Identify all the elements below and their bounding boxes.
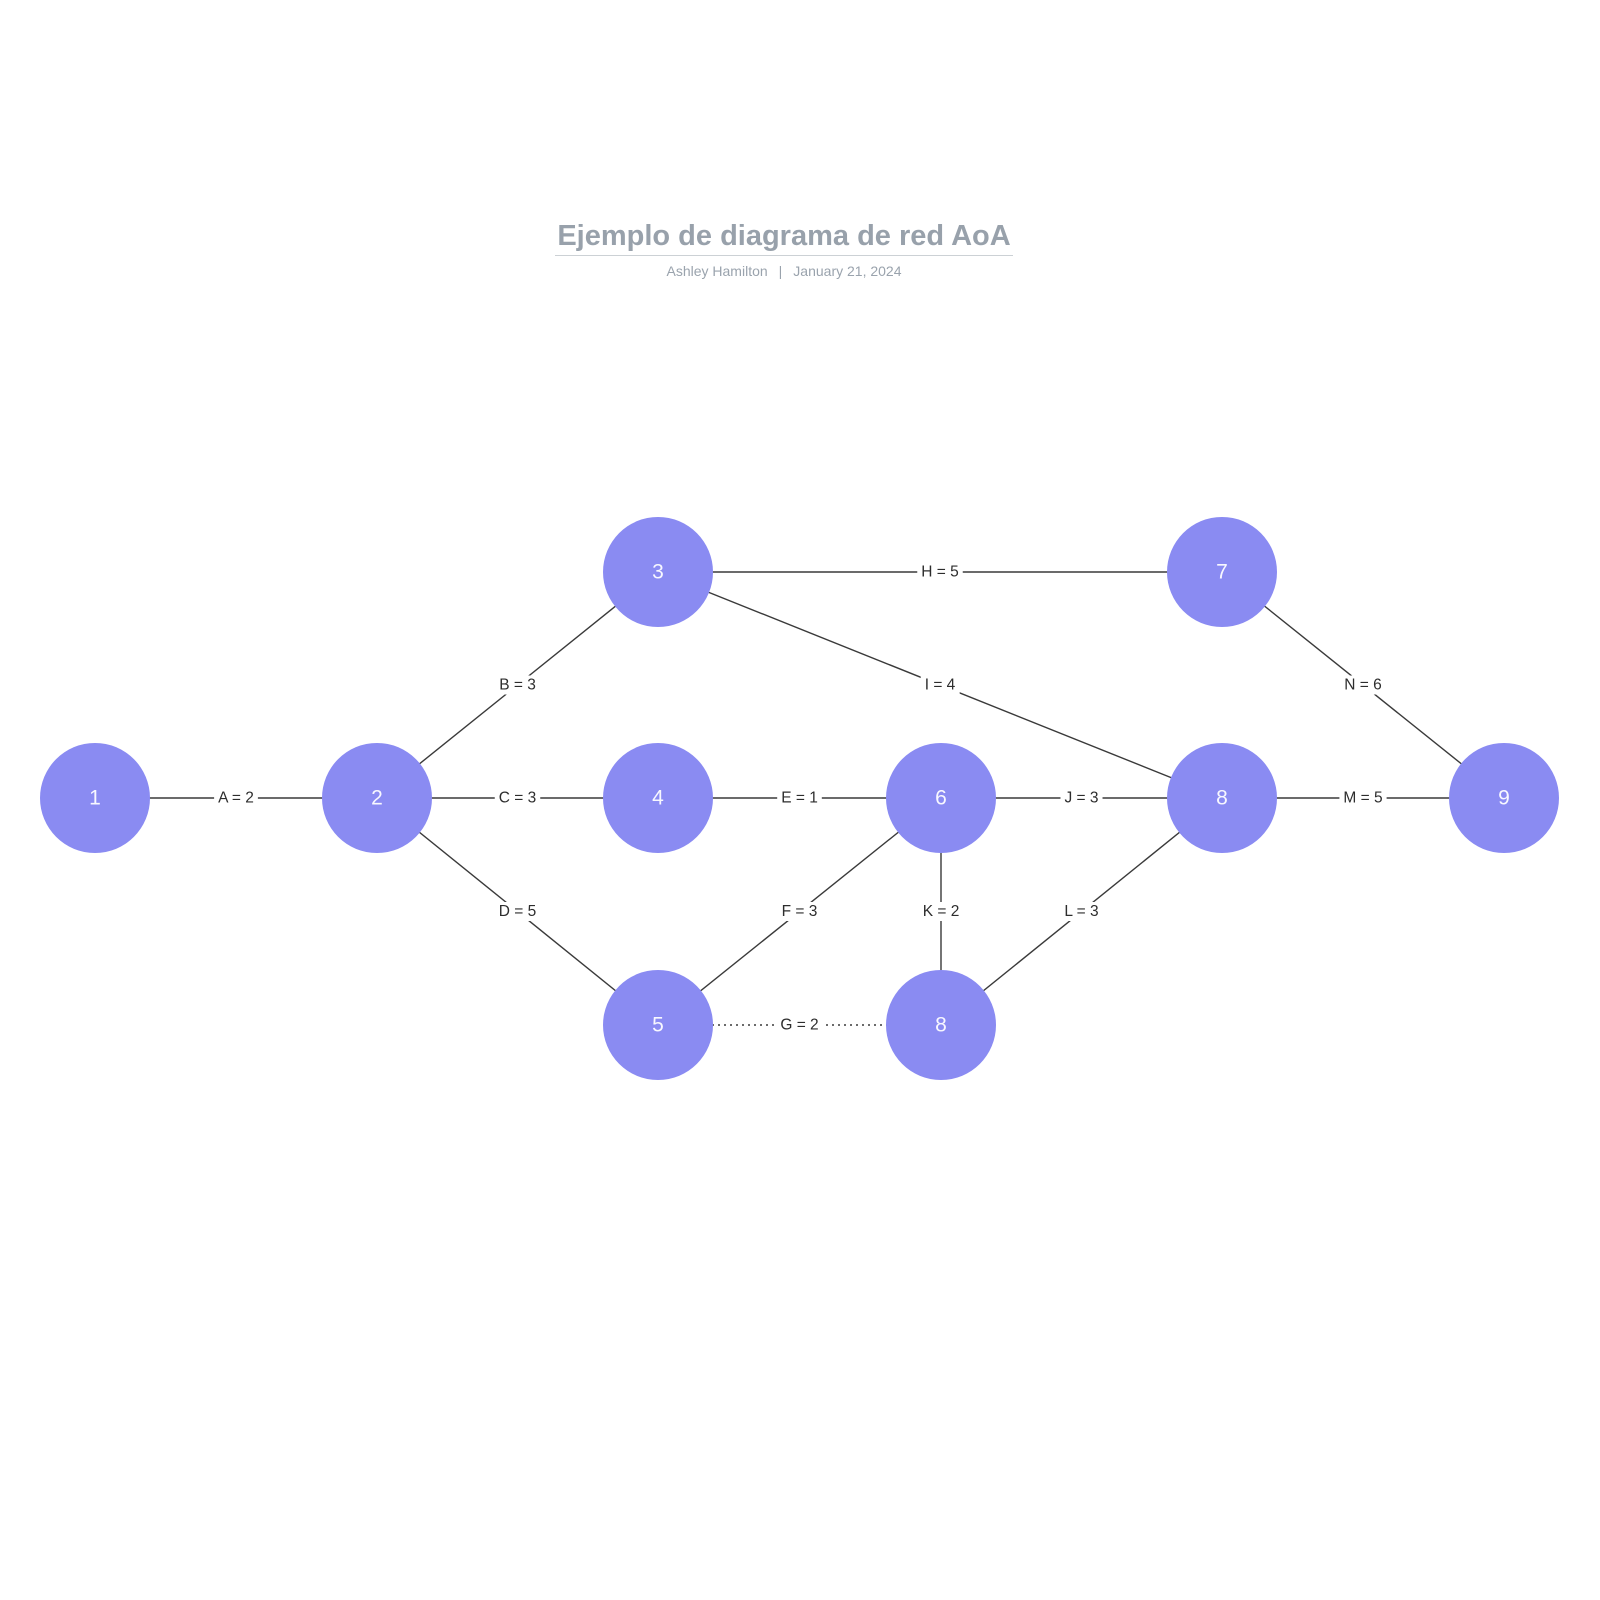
node-label-6: 6	[935, 787, 947, 810]
diagram-byline: Ashley Hamilton | January 21, 2024	[555, 263, 1013, 279]
diagram-date: January 21, 2024	[793, 263, 902, 280]
edge-label-bg-L	[1060, 902, 1103, 921]
edge-label-bg-M	[1339, 788, 1387, 808]
node-circle-8b[interactable]	[886, 970, 996, 1080]
edge-label-F[interactable]: F = 3	[782, 903, 818, 920]
node-circle-7[interactable]	[1167, 517, 1277, 627]
edge-label-G[interactable]: G = 2	[780, 1017, 818, 1034]
node-label-4: 4	[652, 787, 664, 810]
node-circle-9[interactable]	[1449, 743, 1559, 853]
node-label-3: 3	[652, 561, 664, 584]
edge-label-C[interactable]: C = 3	[499, 790, 536, 807]
edge-label-I[interactable]: I = 4	[925, 677, 956, 694]
edge-label-bg-C	[494, 788, 541, 808]
node-label-8b: 8	[935, 1014, 947, 1037]
node-circle-4[interactable]	[603, 743, 713, 853]
edge-label-N[interactable]: N = 6	[1344, 677, 1381, 694]
edge-label-bg-I	[920, 675, 960, 695]
edge-label-A[interactable]: A = 2	[218, 790, 254, 807]
node-label-9: 9	[1498, 787, 1510, 810]
edge-label-bg-K	[918, 902, 964, 921]
node-circle-5[interactable]	[603, 970, 713, 1080]
edge-label-M[interactable]: M = 5	[1343, 790, 1382, 807]
edge-label-B[interactable]: B = 3	[499, 677, 536, 694]
edge-label-bg-N	[1340, 675, 1386, 695]
edge-label-bg-E	[777, 788, 822, 808]
node-circle-6[interactable]	[886, 743, 996, 853]
edge-label-bg-B	[495, 675, 540, 695]
edge-label-D[interactable]: D = 5	[499, 903, 536, 920]
node-label-7: 7	[1216, 561, 1228, 584]
edge-label-bg-F	[777, 902, 822, 921]
edge-label-bg-J	[1060, 788, 1103, 808]
author-name: Ashley Hamilton	[666, 263, 768, 280]
node-label-2: 2	[371, 787, 383, 810]
node-label-5: 5	[652, 1014, 664, 1037]
edge-label-bg-H	[917, 562, 963, 582]
edge-label-J[interactable]: J = 3	[1064, 790, 1098, 807]
edge-label-E[interactable]: E = 1	[781, 790, 818, 807]
node-circle-1[interactable]	[40, 743, 150, 853]
node-circle-2[interactable]	[322, 743, 432, 853]
title-underline	[555, 255, 1013, 257]
edge-label-bg-A	[214, 788, 258, 808]
diagram-header: Ejemplo de diagrama de red AoA Ashley Ha…	[555, 220, 1013, 279]
diagram-title: Ejemplo de diagrama de red AoA	[557, 220, 1011, 252]
edge-label-bg-D	[494, 902, 541, 921]
byline-separator: |	[778, 263, 783, 280]
node-label-8a: 8	[1216, 787, 1228, 810]
edge-label-L[interactable]: L = 3	[1064, 903, 1098, 920]
node-label-1: 1	[89, 787, 101, 810]
edge-label-H[interactable]: H = 5	[921, 564, 958, 581]
edge-label-K[interactable]: K = 2	[923, 903, 960, 920]
node-circle-8a[interactable]	[1167, 743, 1277, 853]
node-circle-3[interactable]	[603, 517, 713, 627]
edge-label-bg-G	[776, 1015, 823, 1035]
